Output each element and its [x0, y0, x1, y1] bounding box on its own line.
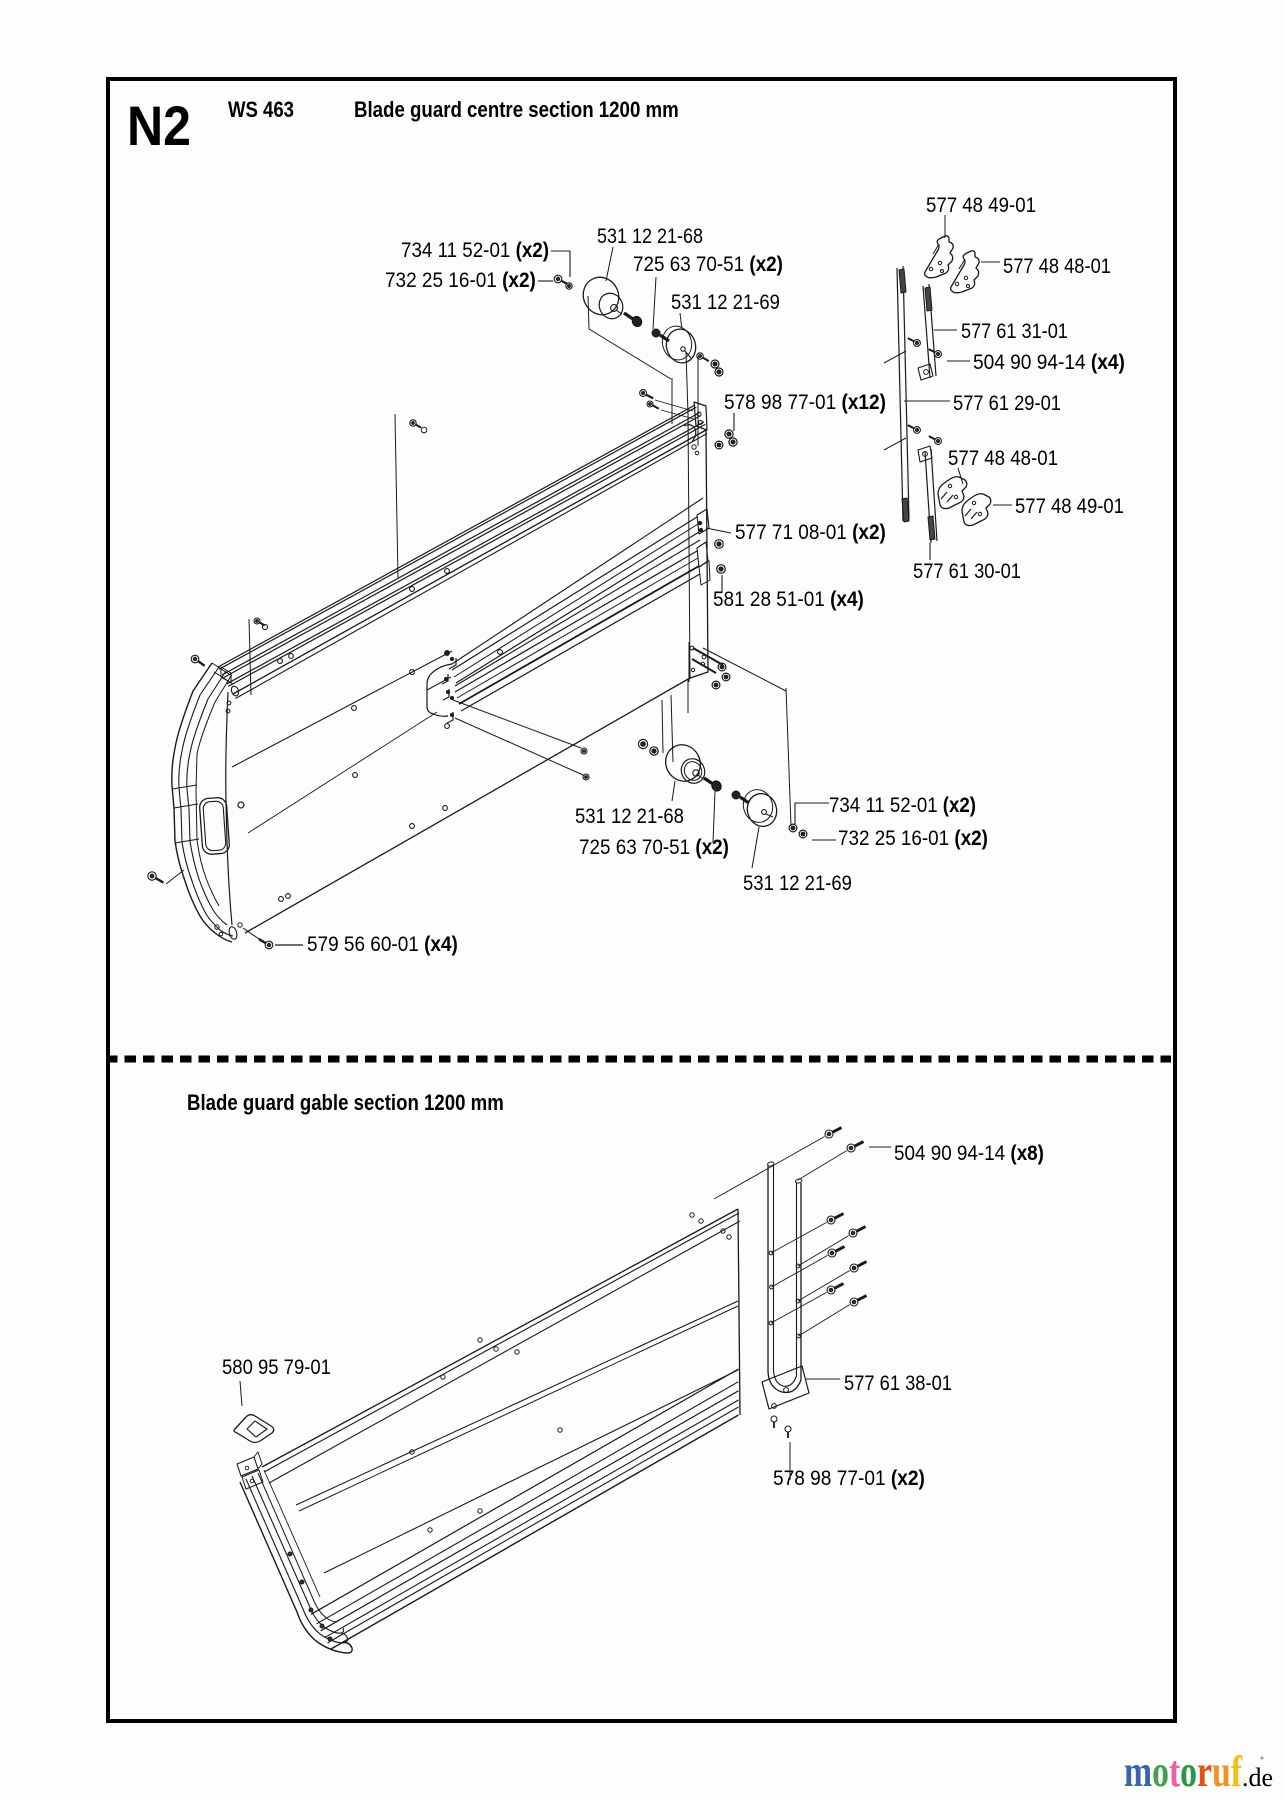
svg-text:504 90 94-14 (x4): 504 90 94-14 (x4)	[973, 351, 1125, 374]
svg-text:577 61 29-01: 577 61 29-01	[953, 392, 1061, 416]
svg-text:531 12 21-68: 531 12 21-68	[597, 225, 703, 249]
svg-text:579 56 60-01 (x4): 579 56 60-01 (x4)	[307, 933, 458, 956]
svg-text:577 48 48-01: 577 48 48-01	[948, 447, 1058, 470]
svg-text:531 12 21-69: 531 12 21-69	[671, 291, 780, 315]
svg-text:531 12 21-68: 531 12 21-68	[575, 805, 684, 829]
svg-text:732 25 16-01 (x2): 732 25 16-01 (x2)	[385, 269, 536, 292]
svg-text:577 48 48-01: 577 48 48-01	[1003, 255, 1111, 279]
svg-text:732 25 16-01 (x2): 732 25 16-01 (x2)	[838, 827, 988, 850]
svg-text:578 98 77-01 (x2): 578 98 77-01 (x2)	[773, 1467, 925, 1490]
svg-text:Blade guard centre section 120: Blade guard centre section 1200 mm	[354, 99, 679, 123]
svg-text:577 61 31-01: 577 61 31-01	[961, 320, 1068, 344]
svg-text:580 95 79-01: 580 95 79-01	[222, 1356, 331, 1380]
svg-text:motoruf: motoruf	[1124, 1748, 1243, 1796]
svg-text:577 48 49-01: 577 48 49-01	[1015, 495, 1124, 519]
svg-text:531 12 21-69: 531 12 21-69	[743, 872, 852, 896]
svg-text:577 71 08-01 (x2): 577 71 08-01 (x2)	[735, 521, 886, 544]
svg-text:N2: N2	[127, 95, 191, 157]
svg-text:581 28 51-01 (x4): 581 28 51-01 (x4)	[713, 588, 864, 611]
svg-text:734 11 52-01 (x2): 734 11 52-01 (x2)	[829, 794, 976, 817]
svg-text:725 63 70-51 (x2): 725 63 70-51 (x2)	[579, 836, 729, 859]
svg-text:577 48 49-01: 577 48 49-01	[926, 194, 1036, 217]
svg-text:725 63 70-51 (x2): 725 63 70-51 (x2)	[633, 253, 783, 276]
svg-text:577 61 38-01: 577 61 38-01	[844, 1372, 952, 1396]
svg-text:577 61 30-01: 577 61 30-01	[913, 560, 1021, 584]
svg-text:504 90 94-14 (x8): 504 90 94-14 (x8)	[894, 1142, 1044, 1165]
svg-text:Blade guard gable section 1200: Blade guard gable section 1200 mm	[187, 1092, 504, 1116]
svg-text:.de: .de	[1242, 1763, 1273, 1792]
svg-text:578 98 77-01 (x12): 578 98 77-01 (x12)	[724, 391, 886, 414]
svg-text:WS 463: WS 463	[228, 99, 294, 123]
svg-text:734 11 52-01 (x2): 734 11 52-01 (x2)	[401, 239, 549, 262]
